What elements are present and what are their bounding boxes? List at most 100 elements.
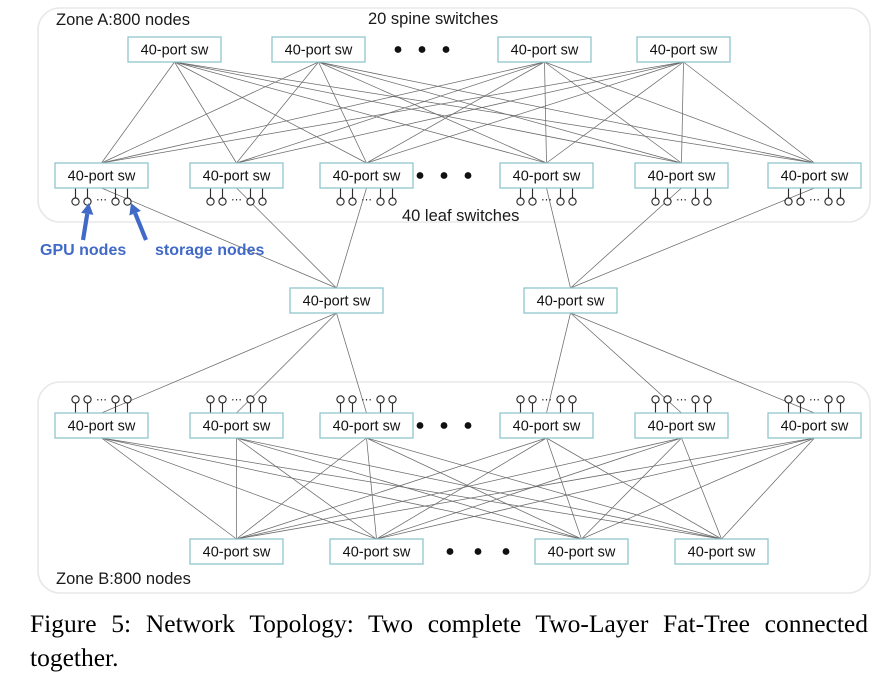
zone-b-spine-switch-4[interactable]: 40-port sw — [674, 538, 769, 565]
endpoint-node-circle — [388, 395, 397, 404]
core-leaf-link — [570, 312, 815, 414]
zone-b-leaf-switch-4[interactable]: 40-port sw — [499, 412, 594, 439]
endpoint-node-circle — [336, 197, 345, 206]
leaf-core-link — [101, 187, 337, 289]
spine-leaf-link — [101, 61, 684, 164]
zone-b-spine-switch-3[interactable]: 40-port sw — [534, 538, 629, 565]
leaf-spine-link — [101, 437, 722, 540]
arrow-head — [129, 203, 141, 216]
zone-b-leaf-switch-6[interactable]: 40-port sw — [767, 412, 862, 439]
leaf-core-link — [546, 187, 571, 289]
switch-box-rect[interactable] — [319, 162, 414, 189]
switch-box-rect[interactable] — [189, 538, 284, 565]
endpoint-node-circle — [258, 197, 267, 206]
endpoint-node-circle — [691, 197, 700, 206]
leaf-spine-link — [236, 437, 377, 540]
zone-a-spine-switch-1[interactable]: 40-port sw — [127, 36, 222, 63]
leaf-spine-link — [236, 437, 682, 540]
leaf-core-link — [336, 187, 367, 289]
endpoint-node-circle — [516, 197, 525, 206]
endpoint-node-circle — [784, 395, 793, 404]
leaf-spine-link — [101, 437, 237, 540]
spine-leaf-link — [318, 61, 682, 164]
endpoint-node-circle — [336, 395, 345, 404]
switch-box-rect[interactable] — [767, 412, 862, 439]
endpoint-node-circle — [258, 395, 267, 404]
zone-b-leaf-switch-2[interactable]: 40-port sw — [189, 412, 284, 439]
endpoint-node-circle — [528, 197, 537, 206]
gpu-nodes-label: GPU nodes — [40, 242, 126, 259]
switch-box-label: 40-port sw — [303, 293, 371, 309]
endpoint-node-circle — [651, 395, 660, 404]
switch-box-rect[interactable] — [634, 162, 729, 189]
switch-box-rect[interactable] — [636, 36, 731, 63]
zone-a-endpoints-5: ⋯ — [651, 188, 712, 206]
switch-box-label: 40-port sw — [285, 42, 353, 58]
switch-box-rect[interactable] — [534, 538, 629, 565]
switch-box-rect[interactable] — [497, 36, 592, 63]
endpoint-node-circle — [836, 395, 845, 404]
spine-leaf-link — [236, 61, 684, 164]
switch-box-rect[interactable] — [499, 162, 594, 189]
zone-a-leaf-switch-2[interactable]: 40-port sw — [189, 162, 284, 189]
switch-box-rect[interactable] — [319, 412, 414, 439]
switch-box-rect[interactable] — [329, 538, 424, 565]
zone-a-leaf-switch-6[interactable]: 40-port sw — [767, 162, 862, 189]
endpoint-node-circle — [568, 197, 577, 206]
switch-box-rect[interactable] — [674, 538, 769, 565]
endpoint-node-circle — [71, 197, 80, 206]
zone-a-spine-switch-2[interactable]: 40-port sw — [271, 36, 366, 63]
core-switch-1[interactable]: 40-port sw — [289, 287, 384, 314]
zone-a-endpoints-3: ⋯ — [336, 188, 397, 206]
switch-box-rect[interactable] — [634, 412, 729, 439]
spine-leaf-link — [366, 61, 684, 164]
switch-box-rect[interactable] — [54, 412, 149, 439]
endpoint-ellipsis: ⋯ — [96, 394, 107, 406]
endpoint-node-circle — [528, 395, 537, 404]
zone-b-leaf-switch-1[interactable]: 40-port sw — [54, 412, 149, 439]
endpoint-node-circle — [703, 395, 712, 404]
ellipsis-dot — [394, 46, 402, 53]
endpoint-node-circle — [246, 395, 255, 404]
core-switch-2[interactable]: 40-port sw — [523, 287, 618, 314]
spine-leaf-link — [101, 61, 319, 164]
zone-b-spine-switch-2[interactable]: 40-port sw — [329, 538, 424, 565]
endpoint-nodes: ⋯⋯⋯⋯⋯⋯⋯⋯⋯⋯⋯⋯ — [71, 188, 845, 413]
switch-box-rect[interactable] — [189, 412, 284, 439]
switch-box-rect[interactable] — [289, 287, 384, 314]
spine-leaf-link — [174, 61, 815, 164]
leaf-spine-link — [681, 437, 722, 540]
leaf-spine-link — [236, 437, 582, 540]
switch-box-rect[interactable] — [54, 162, 149, 189]
switch-box-label: 40-port sw — [537, 293, 605, 309]
leaf-spine-link — [376, 437, 682, 540]
switch-box-rect[interactable] — [523, 287, 618, 314]
switch-box-label: 40-port sw — [68, 418, 136, 434]
leaf-spine-link — [101, 437, 377, 540]
zone-a-leaf-switch-5[interactable]: 40-port sw — [634, 162, 729, 189]
switch-box-rect[interactable] — [499, 412, 594, 439]
zone-a-spine-switch-3[interactable]: 40-port sw — [497, 36, 592, 63]
zone-a-leaf-switch-3[interactable]: 40-port sw — [319, 162, 414, 189]
endpoint-node-circle — [556, 395, 565, 404]
switch-box-rect[interactable] — [127, 36, 222, 63]
ellipsis-dot — [474, 548, 482, 555]
switch-box-rect[interactable] — [767, 162, 862, 189]
zone-a-leaf-switch-4[interactable]: 40-port sw — [499, 162, 594, 189]
zone-b-leaf-switch-3[interactable]: 40-port sw — [319, 412, 414, 439]
leaf-core-link — [570, 187, 682, 289]
switch-box-rect[interactable] — [271, 36, 366, 63]
storage-nodes-arrow — [129, 203, 148, 241]
switch-box-rect[interactable] — [189, 162, 284, 189]
zone-b-leaf-switch-5[interactable]: 40-port sw — [634, 412, 729, 439]
zone-b-endpoints-2: ⋯ — [206, 394, 267, 413]
ellipsis-dot — [464, 422, 472, 429]
endpoint-node-circle — [111, 197, 120, 206]
endpoint-node-circle — [111, 395, 120, 404]
endpoint-ellipsis: ⋯ — [676, 194, 687, 206]
switch-box-label: 40-port sw — [513, 168, 581, 184]
spine-leaf-link — [544, 61, 682, 164]
zone-a-spine-switch-4[interactable]: 40-port sw — [636, 36, 731, 63]
zone-a-leaf-switch-1[interactable]: 40-port sw — [54, 162, 149, 189]
zone-b-spine-switch-1[interactable]: 40-port sw — [189, 538, 284, 565]
